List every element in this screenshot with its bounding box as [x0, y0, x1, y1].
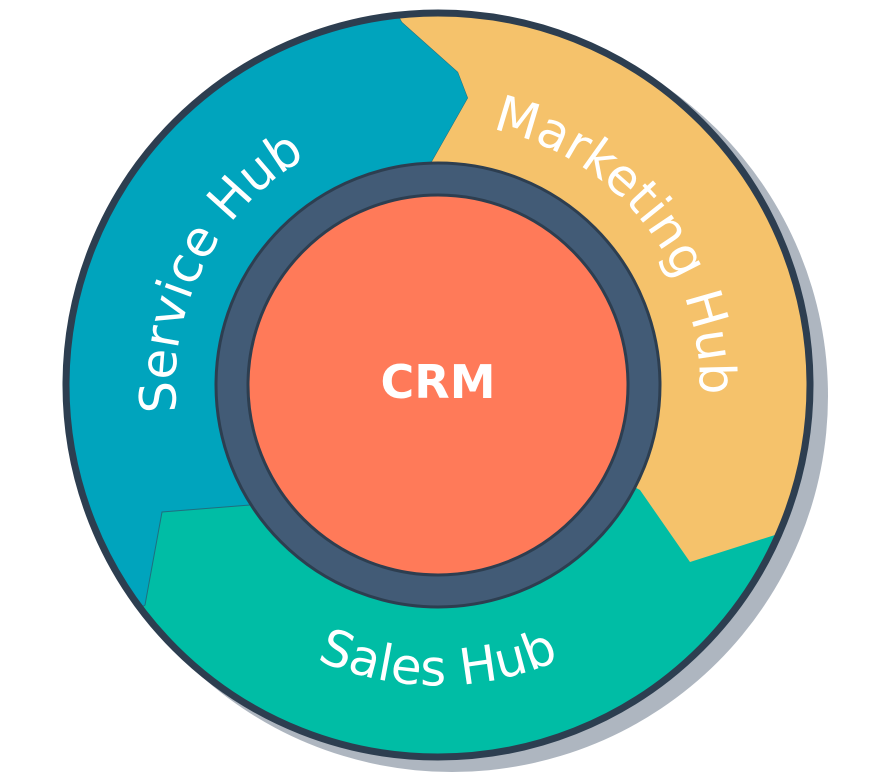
crm-core [246, 193, 630, 577]
crm-label: CRM [381, 355, 496, 409]
wheel-outline [62, 9, 814, 761]
